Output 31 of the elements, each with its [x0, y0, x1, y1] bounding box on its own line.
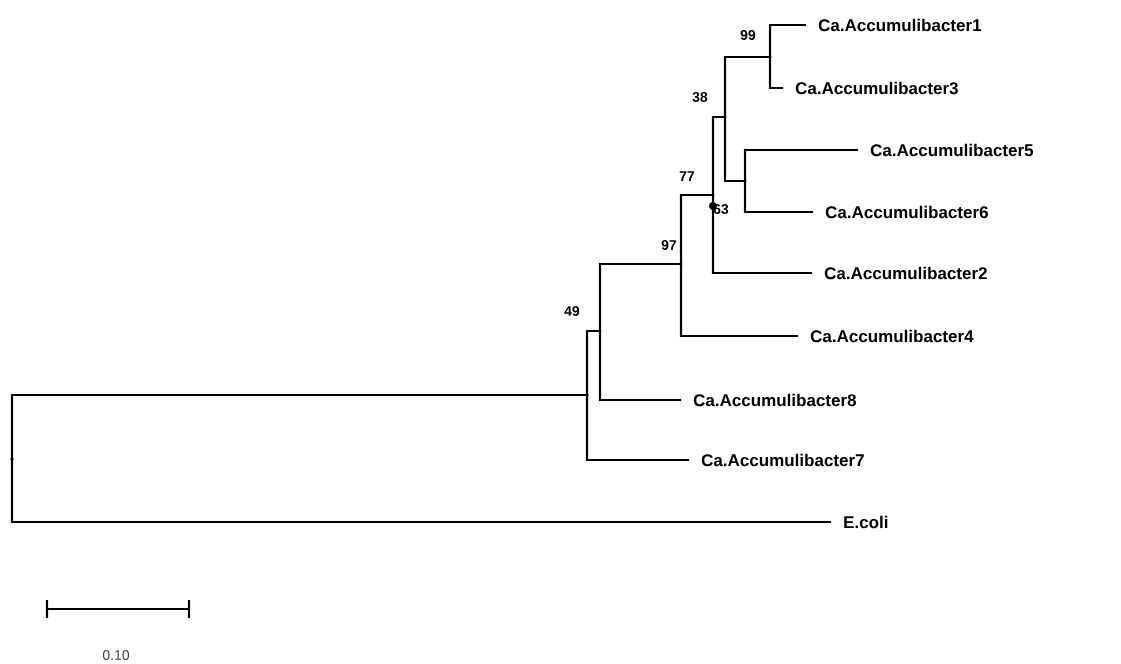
leaf-label: Ca.Accumulibacter7	[701, 453, 864, 467]
tree-branch	[598, 329, 682, 402]
leaf-label: Ca.Accumulibacter6	[825, 205, 988, 219]
tree-branch	[768, 55, 784, 90]
leaf-label: E.coli	[844, 515, 888, 529]
leaf-label: Ca.Accumulibacter8	[693, 393, 857, 407]
leaf-label: Ca.Accumulibacter2	[824, 266, 987, 280]
leaf-label: Ca.Accumulibacter5	[870, 143, 1034, 157]
tree-branch	[585, 393, 690, 462]
tree-branch	[723, 55, 772, 119]
tree-branch	[679, 193, 715, 266]
bootstrap-value: 38	[692, 91, 708, 102]
scale-label: 0.10	[102, 650, 130, 660]
tree-branch	[598, 262, 683, 333]
tree-branch	[743, 179, 814, 214]
tree-branch	[743, 148, 859, 183]
bootstrap-value: 97	[661, 239, 677, 250]
tree-branch	[768, 23, 807, 59]
bootstrap-value: 99	[740, 29, 756, 40]
tree-branch	[585, 329, 602, 397]
tree-branch	[723, 115, 747, 183]
tree-branch	[711, 193, 813, 275]
tree-branch	[10, 393, 589, 461]
bootstrap-value: 49	[564, 305, 580, 316]
leaf-label: Ca.Accumulibacter3	[795, 81, 958, 95]
tree-branch	[10, 457, 832, 524]
leaf-label: Ca.Accumulibacter1	[818, 18, 982, 32]
tree-branch	[679, 262, 799, 338]
tree-branch	[711, 115, 727, 197]
leaf-label: Ca.Accumulibacter4	[810, 329, 974, 343]
bootstrap-value: 77	[679, 171, 695, 181]
